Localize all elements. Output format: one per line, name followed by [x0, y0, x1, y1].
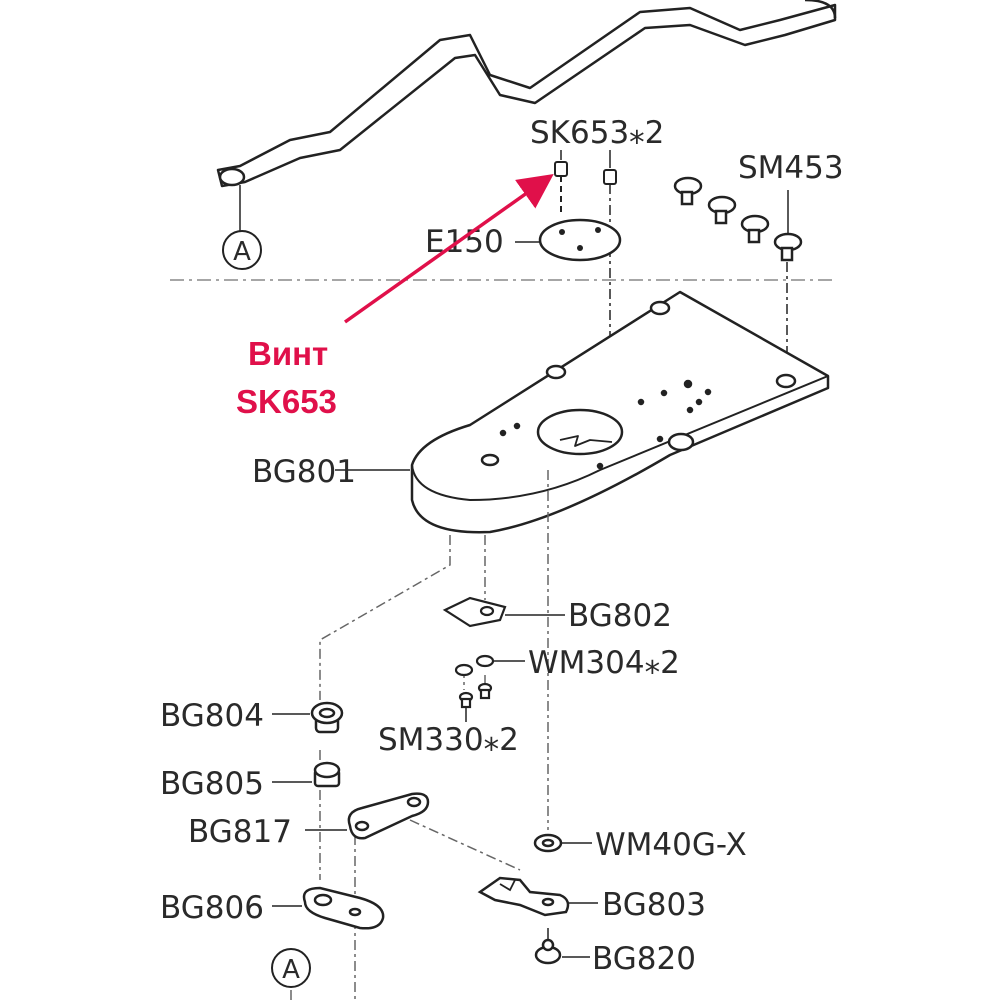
callout-line-2: SK653 [236, 383, 337, 420]
label-bg804: BG804 [160, 698, 264, 734]
part-bg801-plate [410, 290, 830, 534]
reference-marker-a-top: A [222, 185, 262, 270]
part-e150 [515, 218, 622, 262]
label-bg806: BG806 [160, 890, 264, 926]
label-wm304: WM304⁎2 [528, 645, 680, 681]
callout-line-1: Винт [248, 335, 328, 372]
reference-marker-a-bottom: A [271, 948, 311, 988]
label-bg801: BG801 [252, 454, 356, 490]
label-bg803: BG803 [602, 887, 706, 923]
part-bg817 [305, 792, 430, 840]
label-bg817: BG817 [188, 814, 292, 850]
label-sm330: SM330⁎2 [378, 722, 519, 758]
part-wm40g-x [533, 833, 592, 853]
screws-sm330 [458, 682, 493, 722]
part-bg803 [477, 876, 598, 917]
washers-wm304 [454, 654, 525, 677]
part-bg806 [272, 886, 385, 930]
part-bg805 [272, 761, 341, 788]
part-bg804 [272, 701, 344, 734]
callout-arrow [343, 173, 554, 324]
label-wm40g: WM40G-X [595, 827, 747, 863]
marker-a-bottom-label: A [282, 955, 300, 985]
part-bg820 [534, 928, 590, 965]
linkage-rod [216, 0, 837, 188]
label-bg820: BG820 [592, 941, 696, 977]
label-bg805: BG805 [160, 766, 264, 802]
marker-a-top-label: A [233, 237, 251, 267]
label-sk653: SK653⁎2 [530, 115, 664, 151]
part-bg802 [442, 596, 565, 628]
label-bg802: BG802 [568, 598, 672, 634]
label-e150: E150 [425, 224, 504, 260]
label-sm453: SM453 [738, 150, 844, 186]
